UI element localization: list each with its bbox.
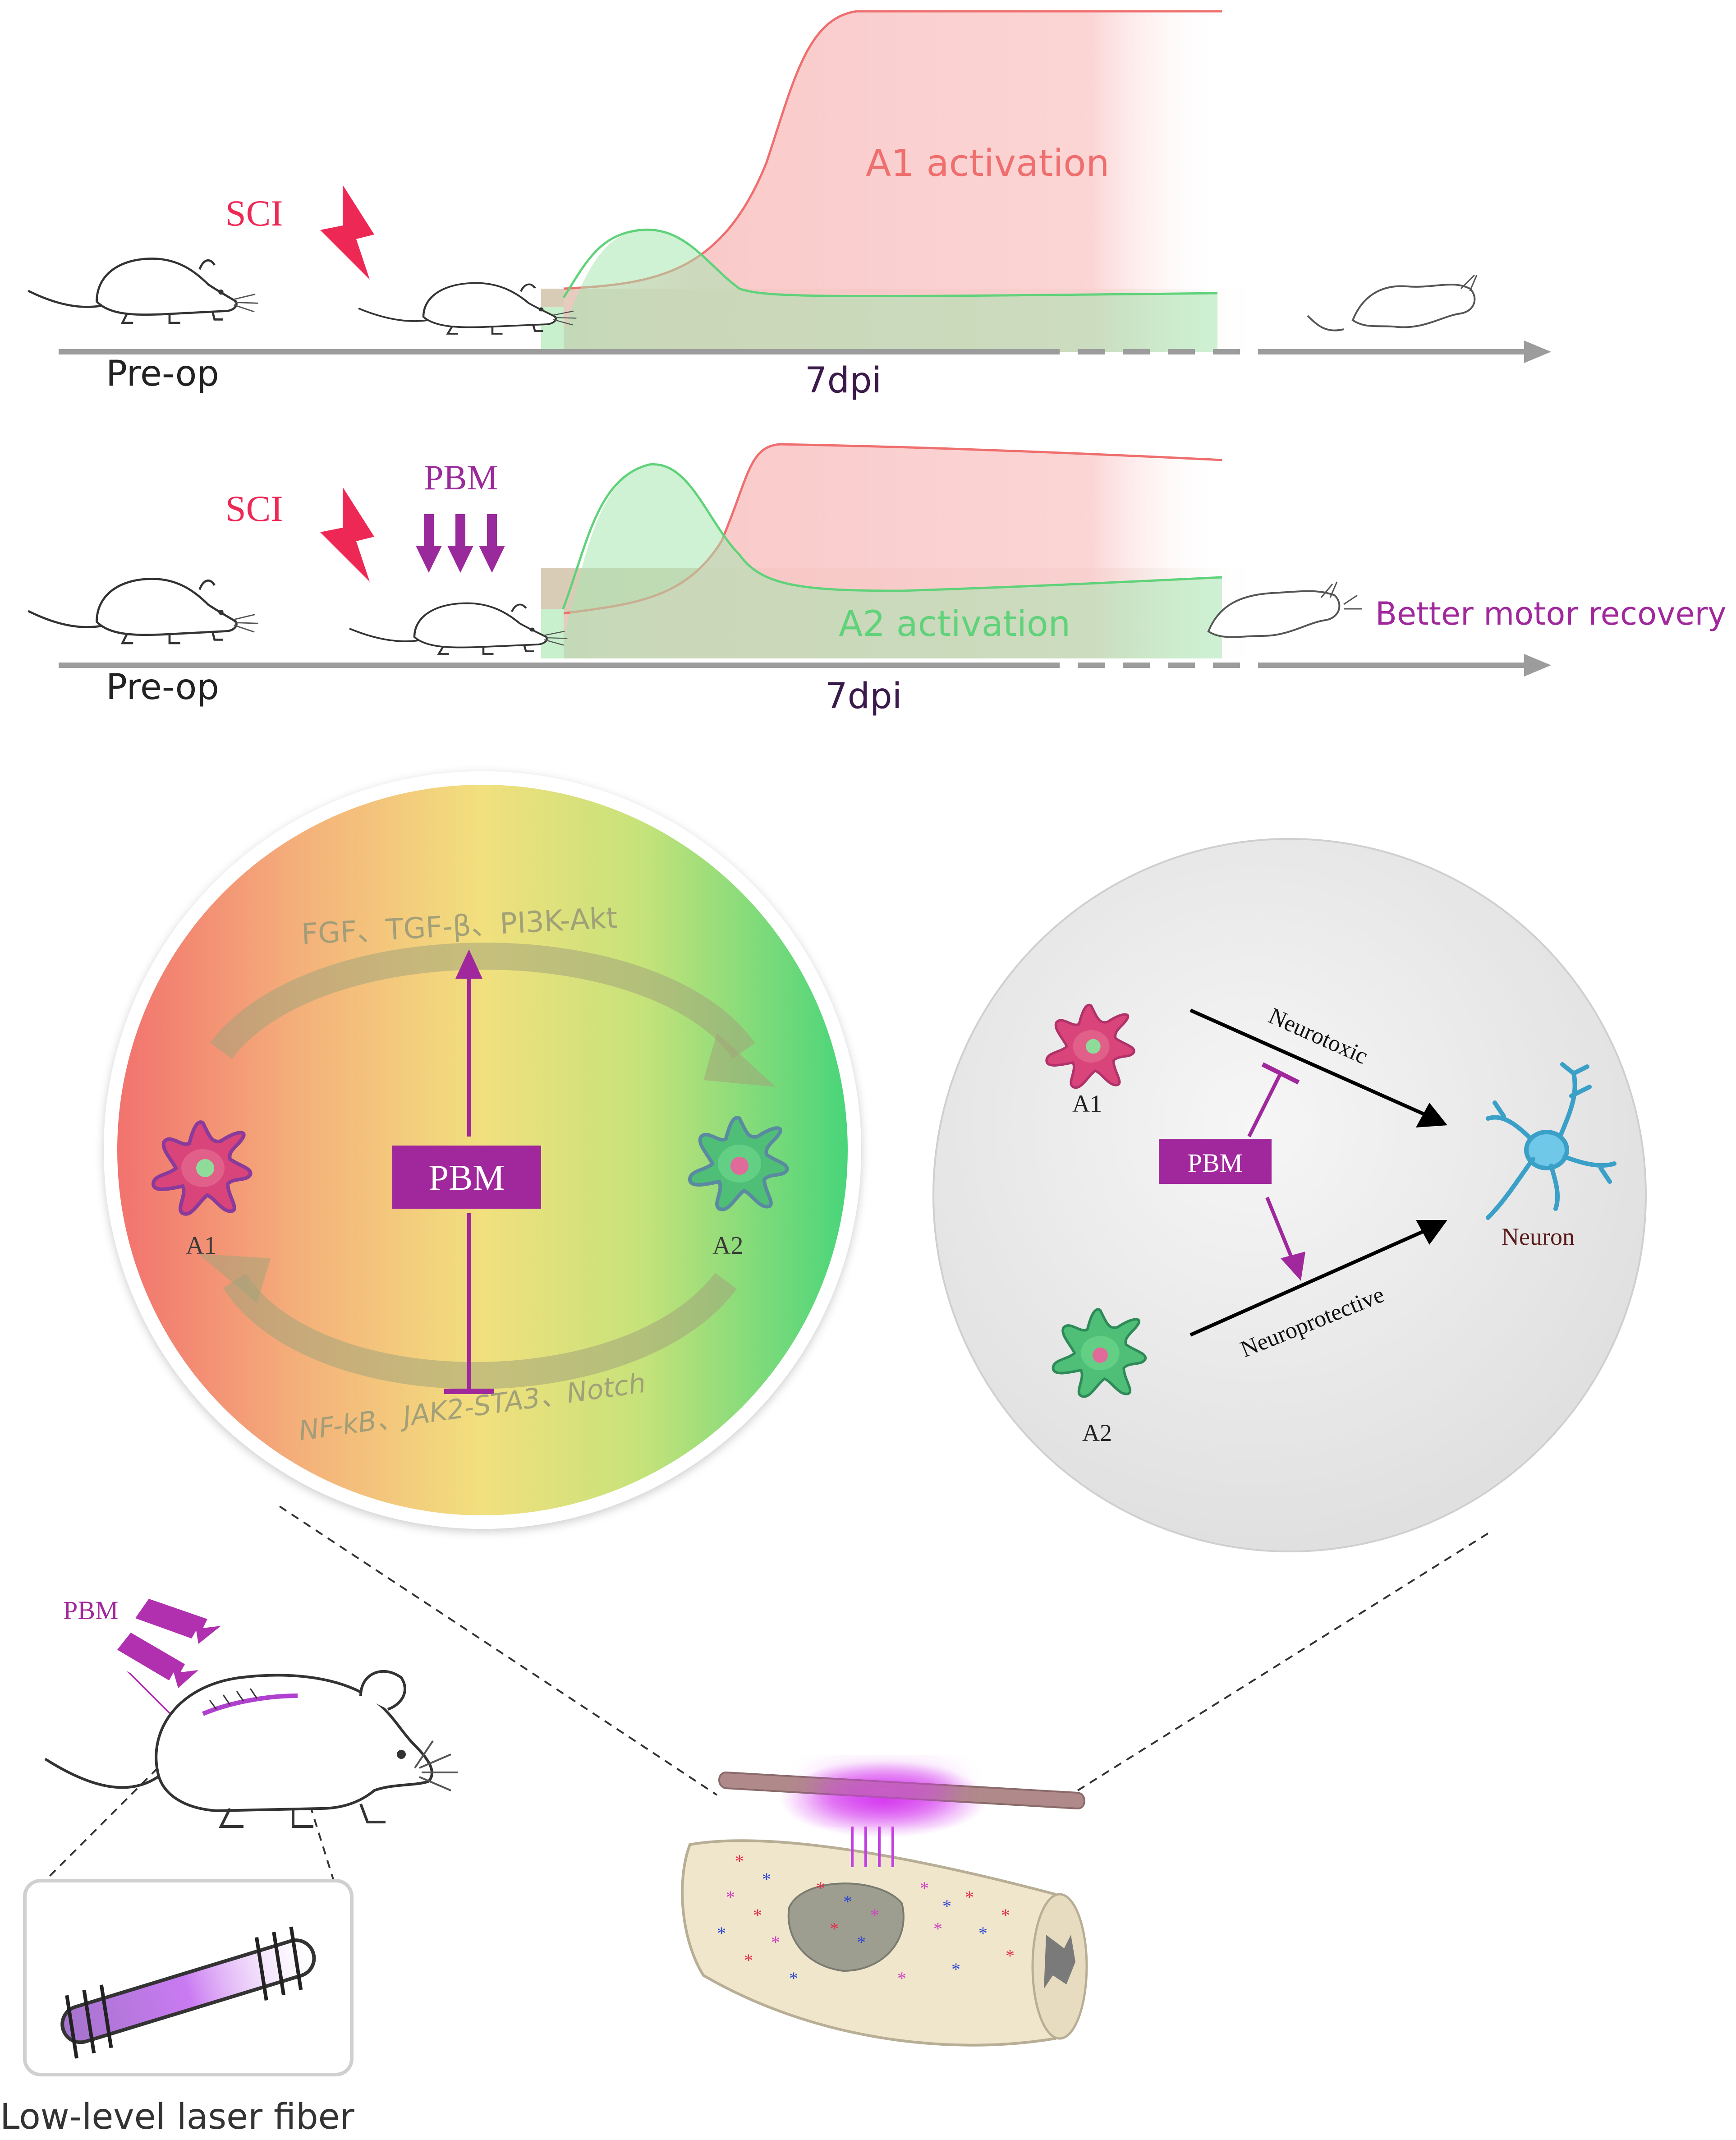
pbm-label-bottom: PBM (424, 458, 498, 497)
mouse-recovered-bottom (1207, 581, 1362, 638)
svg-text:*: * (951, 1959, 960, 1979)
svg-text:*: * (857, 1932, 866, 1952)
timeline-bottom-axis-arrowhead (1524, 654, 1551, 677)
effect-pbm-label: PBM (1188, 1148, 1243, 1178)
svg-text:*: * (726, 1887, 735, 1907)
neuron-icon (1486, 1062, 1617, 1220)
bottom-pbm-arrows-icon (117, 1599, 221, 1730)
a1-activation-label: A1 activation (866, 142, 1109, 185)
neurotoxic-arrow (1189, 1008, 1435, 1120)
lightning-icon (320, 487, 374, 582)
svg-text:*: * (830, 1919, 839, 1939)
svg-text:*: * (933, 1919, 942, 1939)
pbm-center-label: PBM (429, 1158, 505, 1198)
pathway-lower-arrowhead (198, 1254, 271, 1303)
bottom-section: PBM Low-level laser fiber (0, 1596, 1088, 2137)
preop-label-bottom: Pre-op (106, 667, 219, 708)
svg-text:*: * (843, 1891, 852, 1912)
svg-text:*: * (717, 1923, 726, 1943)
laser-glow-core (812, 1773, 956, 1809)
astrocyte-a1-icon (153, 1122, 251, 1214)
svg-text:*: * (771, 1932, 780, 1952)
effect-a1-label: A1 (1072, 1090, 1102, 1117)
svg-text:*: * (978, 1923, 987, 1943)
svg-text:*: * (942, 1896, 951, 1916)
mouse-preop-top (28, 259, 258, 323)
timeline-top-a1-area (564, 11, 1222, 352)
lesion-cavity (787, 1882, 905, 1972)
lightning-icon (320, 185, 374, 280)
timeline-top-axis-arrowhead (1524, 341, 1551, 363)
svg-text:*: * (789, 1968, 798, 1988)
effect-circle-bg (932, 838, 1647, 1552)
svg-text:*: * (753, 1905, 762, 1925)
laser-fiber-icon (60, 1926, 316, 2059)
timeline-top-a2-curve (562, 228, 1218, 299)
dpi-label-bottom: 7dpi (825, 676, 902, 717)
svg-text:*: * (870, 1905, 879, 1925)
timeline-top-a2-area (559, 230, 1217, 352)
pathway-circle-a2-label: A2 (712, 1232, 743, 1260)
preop-label-top: Pre-op (106, 354, 219, 394)
pathway-upper-arrowhead (703, 1033, 776, 1087)
svg-text:*: * (1001, 1905, 1010, 1925)
pbm-arrows-icon (416, 514, 505, 573)
neurotoxic-arrowhead (1416, 1103, 1447, 1128)
effect-astrocyte-a1-icon (1047, 1005, 1134, 1087)
a2-activation-label: A2 activation (839, 604, 1070, 644)
sci-label-bottom: SCI (225, 488, 283, 529)
effect-circle: PBM A1 A2 Neurotoxic Neuroprotective Neu… (932, 838, 1647, 1552)
svg-text:*: * (897, 1968, 906, 1988)
pbm-inhibit-a1-line (1247, 1072, 1282, 1137)
bottom-pbm-label: PBM (63, 1596, 119, 1625)
effect-astrocyte-a2-icon (1053, 1309, 1146, 1396)
neuron-label: Neuron (1502, 1223, 1575, 1250)
spinal-cord-icon: ** ** ** ** ** ** ** ** ** ** ** (681, 1761, 1088, 2047)
mouse-injured-bottom (349, 603, 567, 654)
pathway-upper-arc (210, 943, 755, 1059)
pbm-promote-a2-line (1265, 1197, 1294, 1259)
pathway-circle-a1-label: A1 (186, 1232, 216, 1260)
svg-text:*: * (920, 1878, 929, 1898)
svg-text:*: * (762, 1869, 771, 1889)
svg-text:*: * (965, 1887, 974, 1907)
dpi-label-top: 7dpi (805, 360, 882, 401)
mouse-large-icon (44, 1670, 458, 1828)
pathway-lower-arc (223, 1272, 737, 1389)
timeline-bottom-a2-area (559, 464, 1222, 658)
svg-text:*: * (1006, 1946, 1015, 1966)
timeline-bottom-a2-curve (560, 463, 1222, 614)
pbm-promote-a2-arrowhead (1281, 1252, 1305, 1281)
better-motor-recovery-label: Better motor recovery (1375, 595, 1727, 632)
effect-pbm-box (1159, 1139, 1272, 1184)
pbm-promote-arrowhead (455, 949, 482, 979)
pbm-inhibit-a1-bar (1261, 1062, 1300, 1085)
mouse-impaired-top (1307, 274, 1478, 331)
neuroprotective-arrow (1189, 1225, 1435, 1337)
astrocyte-dots: ** ** ** ** ** ** ** ** ** ** ** (717, 1851, 1015, 1988)
svg-text:*: * (735, 1851, 744, 1871)
spinal-cord-gray-matter (1044, 1935, 1075, 1989)
timeline-top: SCI Pre-op 7dpi A1 activation (28, 10, 1551, 401)
svg-text:*: * (816, 1878, 825, 1898)
svg-text:*: * (744, 1950, 753, 1970)
sci-label-top: SCI (225, 193, 283, 234)
astrocyte-a2-icon (690, 1118, 787, 1210)
pbm-center-box (392, 1146, 541, 1209)
fiber-label: Low-level laser fiber (0, 2097, 355, 2137)
pathway-circle: PBM A1 A2 FGF、TGF-β、PI3K-Akt NF-kB、JAK2-… (104, 771, 861, 1529)
timeline-bottom: SCI PBM Pre-op 7dpi A2 activation Better… (28, 443, 1727, 717)
effect-a2-label: A2 (1082, 1419, 1112, 1446)
neuroprotective-arrowhead (1416, 1220, 1447, 1245)
mouse-preop-bottom (28, 579, 258, 644)
